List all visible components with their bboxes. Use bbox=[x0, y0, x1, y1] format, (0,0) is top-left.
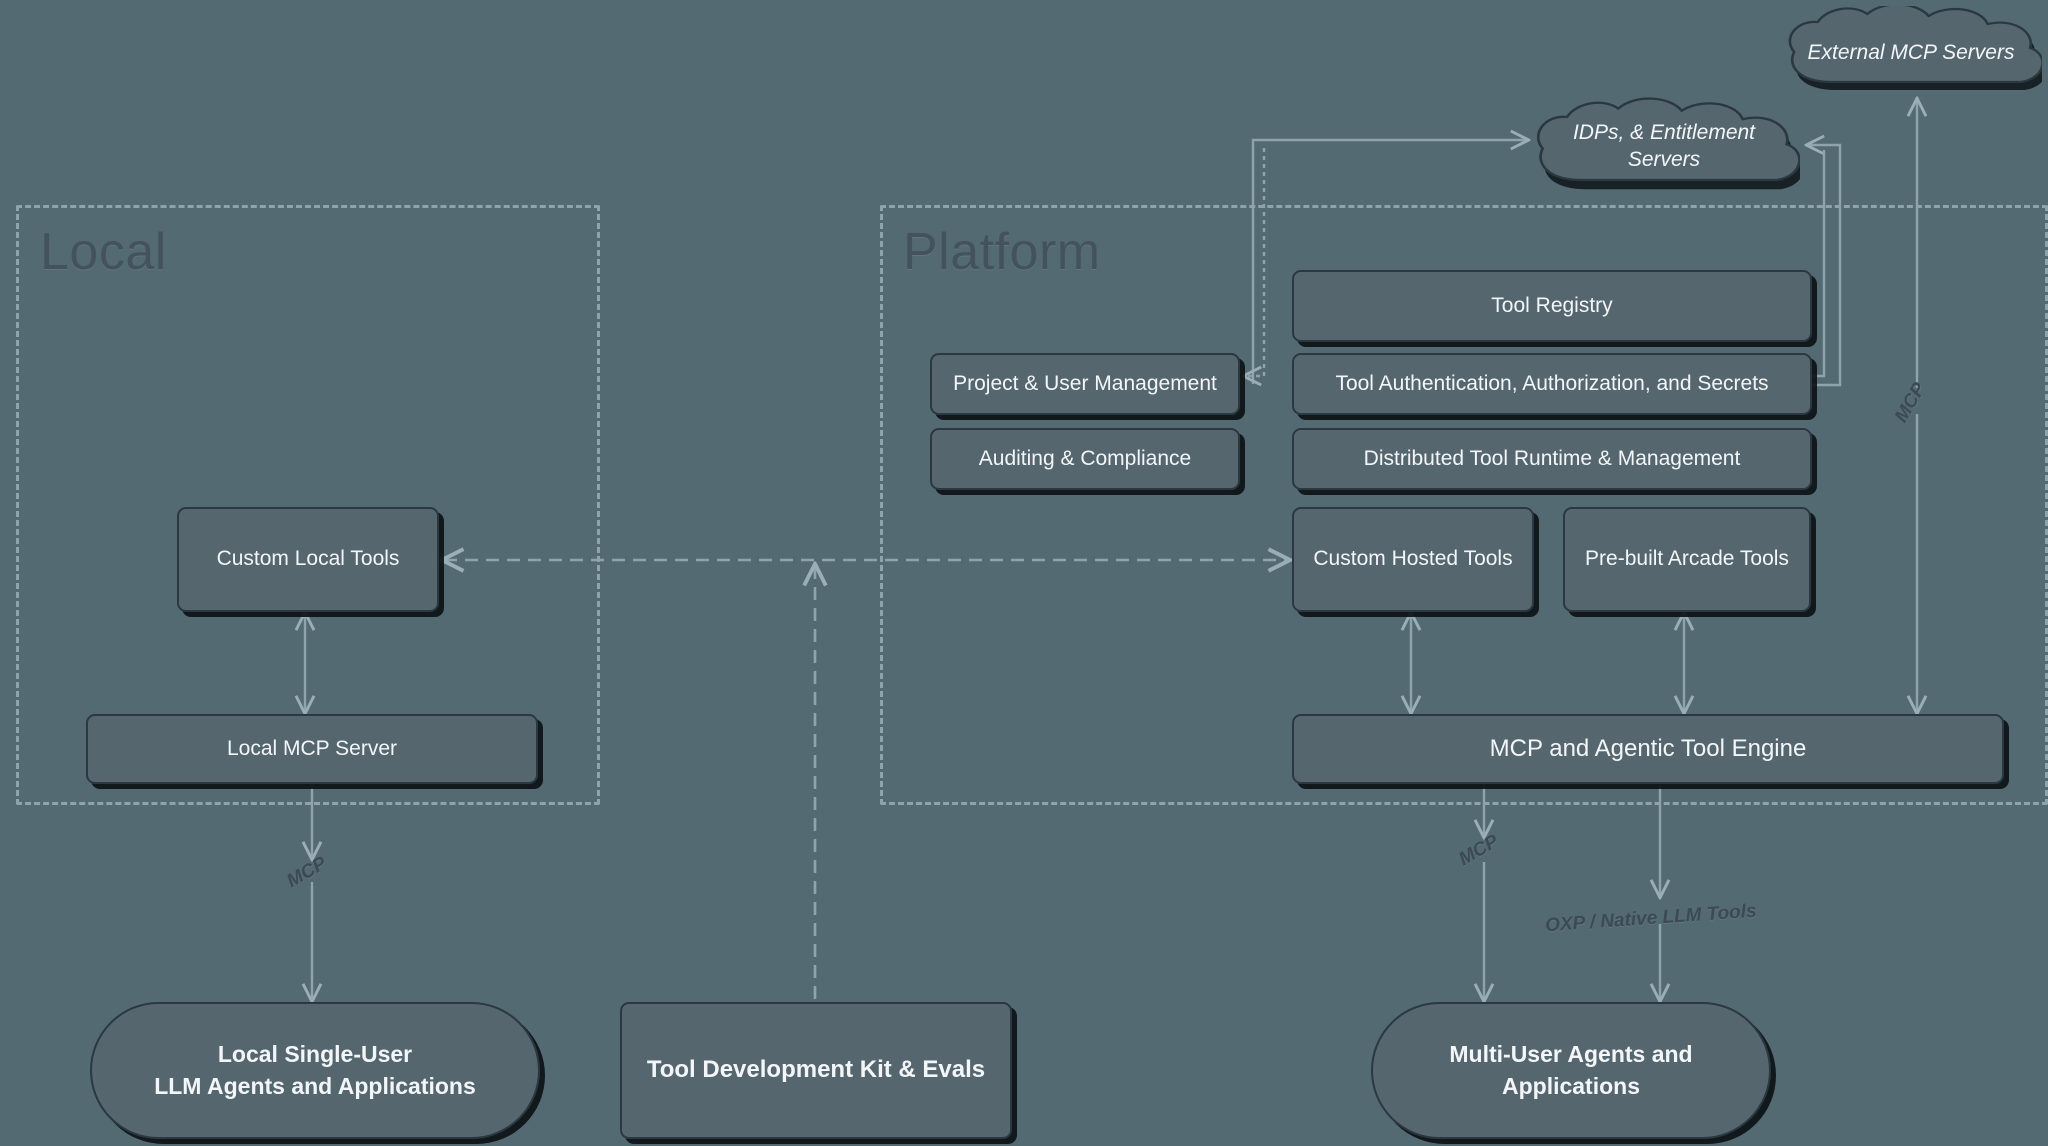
edge-idps-to-project-user-management bbox=[1245, 148, 1266, 376]
zone-platform bbox=[880, 205, 2048, 805]
edge-idps-to-tool-auth bbox=[1806, 150, 1826, 378]
cloud-shape-icon bbox=[1536, 97, 1800, 190]
node-multi-user-agents-line1: Multi-User Agents and bbox=[1449, 1041, 1693, 1068]
node-auditing-compliance-label: Auditing & Compliance bbox=[978, 446, 1192, 470]
node-prebuilt-arcade-tools[interactable]: Pre-built Arcade Tools bbox=[1563, 507, 1811, 612]
node-multi-user-agents-line2: Applications bbox=[1501, 1072, 1640, 1099]
node-tool-development-kit[interactable]: Tool Development Kit & Evals bbox=[620, 1002, 1012, 1139]
node-distributed-tool-runtime[interactable]: Distributed Tool Runtime & Management bbox=[1292, 428, 1812, 490]
cloud-external-mcp-servers[interactable]: External MCP Servers bbox=[1780, 6, 2042, 100]
node-mcp-agentic-tool-engine-label: MCP and Agentic Tool Engine bbox=[1489, 734, 1807, 762]
cloud-idps-entitlement-servers[interactable]: IDPs, & Entitlement Servers bbox=[1528, 96, 1800, 196]
zone-platform-title: Platform bbox=[903, 223, 1101, 281]
cloud-idps-entitlement-servers-label: IDPs, & Entitlement Servers bbox=[1572, 120, 1756, 171]
node-local-single-user-agents-line2: LLM Agents and Applications bbox=[154, 1072, 476, 1099]
node-custom-hosted-tools-label: Custom Hosted Tools bbox=[1313, 547, 1513, 571]
edge-tool-auth-to-idps bbox=[1805, 145, 1842, 387]
node-prebuilt-arcade-tools-label: Pre-built Arcade Tools bbox=[1585, 547, 1789, 571]
node-local-mcp-server[interactable]: Local MCP Server bbox=[86, 714, 538, 784]
zone-local bbox=[16, 205, 600, 805]
node-distributed-tool-runtime-label: Distributed Tool Runtime & Management bbox=[1363, 446, 1741, 470]
node-tool-registry-label: Tool Registry bbox=[1491, 293, 1613, 317]
cloud-shape-icon bbox=[1788, 6, 2042, 90]
node-local-single-user-agents-line1: Local Single-User bbox=[217, 1041, 413, 1068]
node-mcp-agentic-tool-engine[interactable]: MCP and Agentic Tool Engine bbox=[1292, 714, 2004, 784]
node-tool-auth-label: Tool Authentication, Authorization, and … bbox=[1335, 371, 1769, 395]
node-multi-user-agents[interactable]: Multi-User Agents and Applications bbox=[1371, 1002, 1771, 1139]
cloud-external-mcp-servers-label: External MCP Servers bbox=[1807, 41, 2015, 65]
node-local-mcp-server-label: Local MCP Server bbox=[226, 736, 397, 760]
node-custom-local-tools[interactable]: Custom Local Tools bbox=[177, 507, 439, 612]
node-project-user-management[interactable]: Project & User Management bbox=[930, 353, 1240, 415]
zone-local-title: Local bbox=[40, 223, 167, 281]
edge-project-user-management-to-idps bbox=[1251, 140, 1527, 384]
node-project-user-management-label: Project & User Management bbox=[953, 371, 1217, 395]
node-custom-local-tools-label: Custom Local Tools bbox=[216, 547, 400, 571]
node-tool-auth[interactable]: Tool Authentication, Authorization, and … bbox=[1292, 353, 1812, 415]
node-tool-registry[interactable]: Tool Registry bbox=[1292, 270, 1812, 342]
node-auditing-compliance[interactable]: Auditing & Compliance bbox=[930, 428, 1240, 490]
node-local-single-user-agents[interactable]: Local Single-User LLM Agents and Applica… bbox=[90, 1002, 540, 1139]
node-tool-development-kit-label: Tool Development Kit & Evals bbox=[646, 1056, 986, 1084]
node-custom-hosted-tools[interactable]: Custom Hosted Tools bbox=[1292, 507, 1534, 612]
